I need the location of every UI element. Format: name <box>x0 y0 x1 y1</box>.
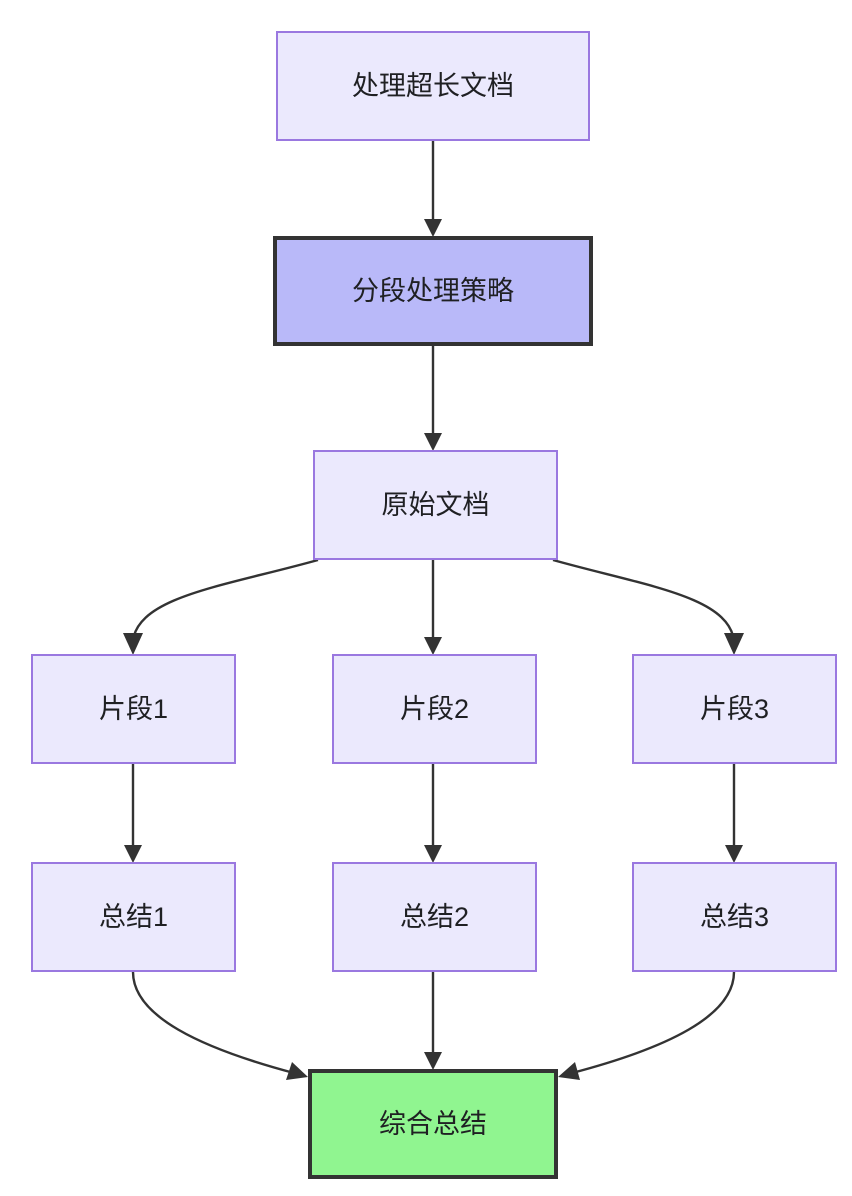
node-label: 原始文档 <box>381 489 490 520</box>
node-original-document[interactable]: 原始文档 <box>313 450 558 560</box>
node-label: 分段处理策略 <box>352 275 514 306</box>
edge-strategy-to-original <box>424 346 442 451</box>
node-comprehensive-summary[interactable]: 综合总结 <box>308 1069 558 1179</box>
edge-chunk3-to-summary3 <box>725 764 743 863</box>
edge-chunk2-to-summary2 <box>424 764 442 863</box>
node-label: 片段2 <box>399 693 470 724</box>
edge-summary2-to-final <box>424 972 442 1070</box>
edge-original-to-chunk1 <box>123 558 319 655</box>
node-label: 综合总结 <box>379 1108 487 1139</box>
edge-doc-to-strategy <box>424 141 442 237</box>
node-process-long-document[interactable]: 处理超长文档 <box>276 31 590 141</box>
node-chunk-1[interactable]: 片段1 <box>31 654 236 764</box>
node-label: 总结3 <box>699 901 770 932</box>
node-summary-3[interactable]: 总结3 <box>632 862 837 972</box>
node-label: 片段3 <box>699 693 770 724</box>
edge-original-to-chunk3 <box>552 558 744 655</box>
node-summary-2[interactable]: 总结2 <box>332 862 537 972</box>
edge-summary1-to-final <box>131 971 308 1080</box>
node-label: 总结1 <box>98 901 169 932</box>
node-label: 片段1 <box>98 693 169 724</box>
node-chunk-3[interactable]: 片段3 <box>632 654 837 764</box>
node-label: 总结2 <box>399 901 470 932</box>
node-label: 处理超长文档 <box>352 70 514 101</box>
edge-chunk1-to-summary1 <box>124 764 142 863</box>
node-summary-1[interactable]: 总结1 <box>31 862 236 972</box>
node-chunk-2[interactable]: 片段2 <box>332 654 537 764</box>
edge-original-to-chunk2 <box>424 560 442 655</box>
edge-summary3-to-final <box>558 971 736 1080</box>
node-chunking-strategy[interactable]: 分段处理策略 <box>273 236 593 346</box>
